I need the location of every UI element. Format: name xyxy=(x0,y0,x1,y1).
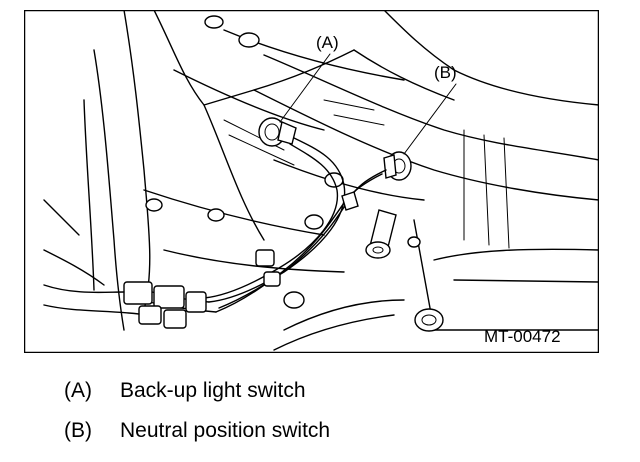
leader-lines xyxy=(279,53,457,155)
legend-item-b: (B) Neutral position switch xyxy=(64,418,330,444)
legend-key-a: (A) xyxy=(64,379,92,402)
figure-code: MT-00472 xyxy=(484,327,561,346)
legend-label-b: Neutral position switch xyxy=(120,419,331,442)
back-up-light-switch-icon xyxy=(258,117,297,147)
legend-key-b: (B) xyxy=(64,419,92,442)
shift-shaft-boss xyxy=(365,209,397,259)
figure-illustration: (A) (B) MT-00472 xyxy=(24,10,599,353)
wiring-harness xyxy=(143,137,387,313)
callout-b-label: (B) xyxy=(434,63,457,82)
callout-a-label: (A) xyxy=(316,33,339,52)
legend-label-a: Back-up light switch xyxy=(120,379,306,402)
mounting-bolts xyxy=(145,15,444,332)
transmission-case xyxy=(43,10,599,351)
harness-connectors xyxy=(43,249,281,329)
legend-item-a: (A) Back-up light switch xyxy=(64,378,306,404)
neutral-position-switch-icon xyxy=(383,151,412,181)
figure-frame xyxy=(24,10,599,353)
